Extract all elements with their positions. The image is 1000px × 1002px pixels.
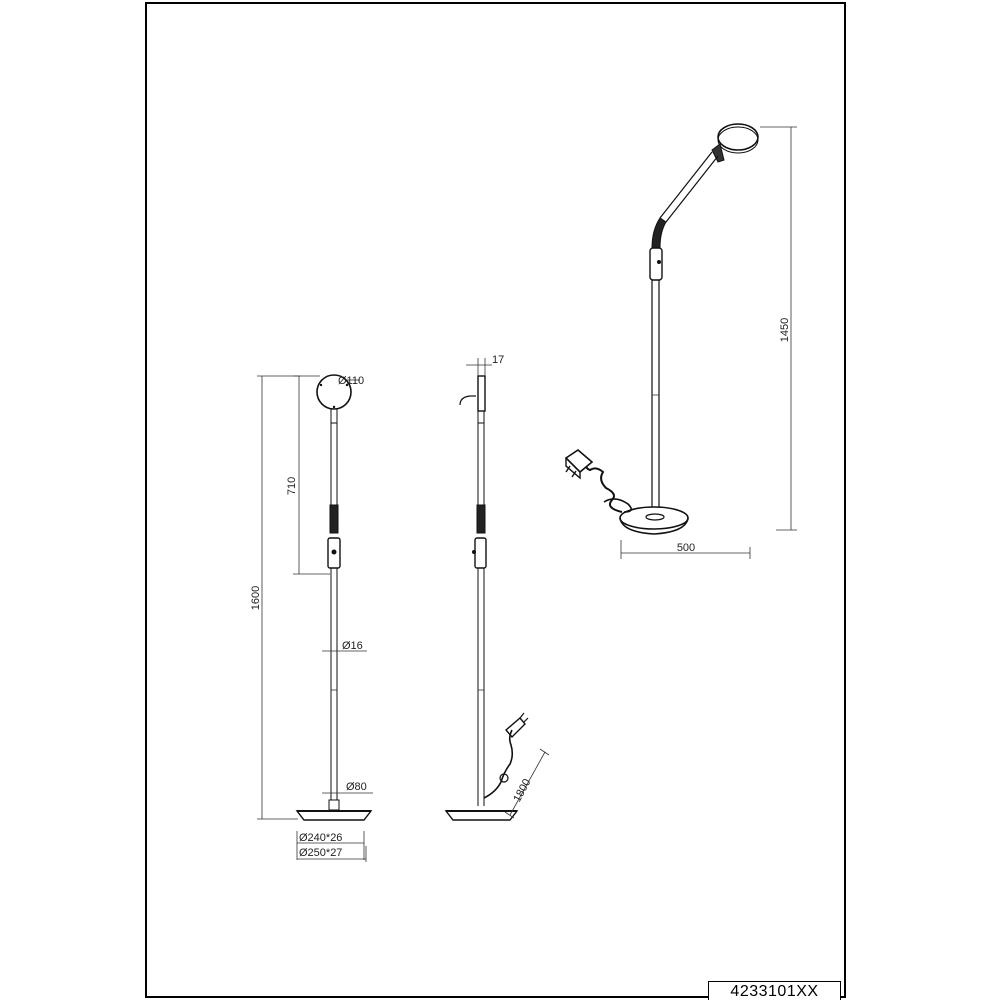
side-neck	[477, 410, 485, 424]
dim-head-diameter: Ø110	[338, 375, 364, 387]
persp-base-collar	[645, 513, 665, 521]
persp-switch-block	[649, 247, 663, 281]
front-head-screw	[332, 405, 336, 409]
persp-plug-face	[565, 458, 581, 480]
front-head-screw	[345, 383, 349, 387]
dim-arm-height: 710	[286, 477, 298, 495]
front-base	[295, 810, 373, 821]
perspective-view: 1450 500	[564, 123, 797, 559]
persp-plug-icon	[564, 448, 594, 474]
side-base	[444, 810, 519, 821]
front-switch	[331, 549, 337, 555]
side-switch	[472, 550, 476, 554]
front-flex-joint	[329, 504, 339, 534]
front-neck	[330, 408, 338, 424]
side-cable	[483, 729, 514, 799]
front-view: Ø110 710 1600 Ø16 Ø80 Ø240*26 Ø250*27	[250, 374, 373, 862]
dim-cable-length: 1800	[511, 777, 533, 804]
persp-base-side	[619, 517, 689, 535]
dim-base-inner: Ø240*26	[299, 832, 342, 844]
side-flex-joint	[476, 504, 486, 534]
persp-arm-edge	[665, 155, 719, 223]
dim-1800-ext-a	[504, 811, 515, 819]
side-plug-pin	[519, 712, 525, 719]
side-lamp-head	[477, 375, 486, 412]
dim-pole-diameter: Ø16	[342, 640, 363, 652]
product-code: 4233101XX	[730, 983, 819, 1000]
dim-stem-diameter: Ø80	[346, 781, 367, 793]
side-cable-switch	[499, 773, 509, 783]
front-switch-block	[327, 537, 341, 569]
persp-lamp-head-rim	[717, 126, 759, 154]
persp-cable	[585, 461, 623, 513]
persp-switch	[657, 260, 661, 264]
persp-head-hinge	[711, 143, 725, 163]
sheet-frame	[145, 2, 846, 998]
persp-plug-pin	[571, 470, 577, 478]
persp-cable-loop	[603, 498, 632, 513]
persp-arm	[659, 151, 713, 219]
dim-base-outer: Ø250*27	[299, 847, 342, 859]
side-plug-pin	[523, 717, 529, 723]
dim-total-height: 1600	[250, 586, 262, 610]
side-rotation-arrow	[459, 395, 471, 406]
side-view: 17 1800	[444, 354, 550, 821]
persp-flex-joint	[651, 217, 667, 249]
dim-persp-width: 500	[677, 542, 695, 554]
front-stem	[328, 799, 340, 811]
side-switch-block	[474, 537, 487, 569]
dim-1800-line	[509, 751, 546, 816]
product-code-box: 4233101XX	[708, 981, 841, 1000]
front-head-screw	[319, 383, 323, 387]
dim-1800-ext-b	[539, 748, 550, 756]
side-plug-icon	[505, 717, 526, 739]
persp-lamp-head	[717, 123, 759, 151]
dim-head-thickness: 17	[492, 354, 504, 366]
persp-plug-pin	[565, 465, 571, 473]
dim-persp-height: 1450	[779, 318, 791, 342]
